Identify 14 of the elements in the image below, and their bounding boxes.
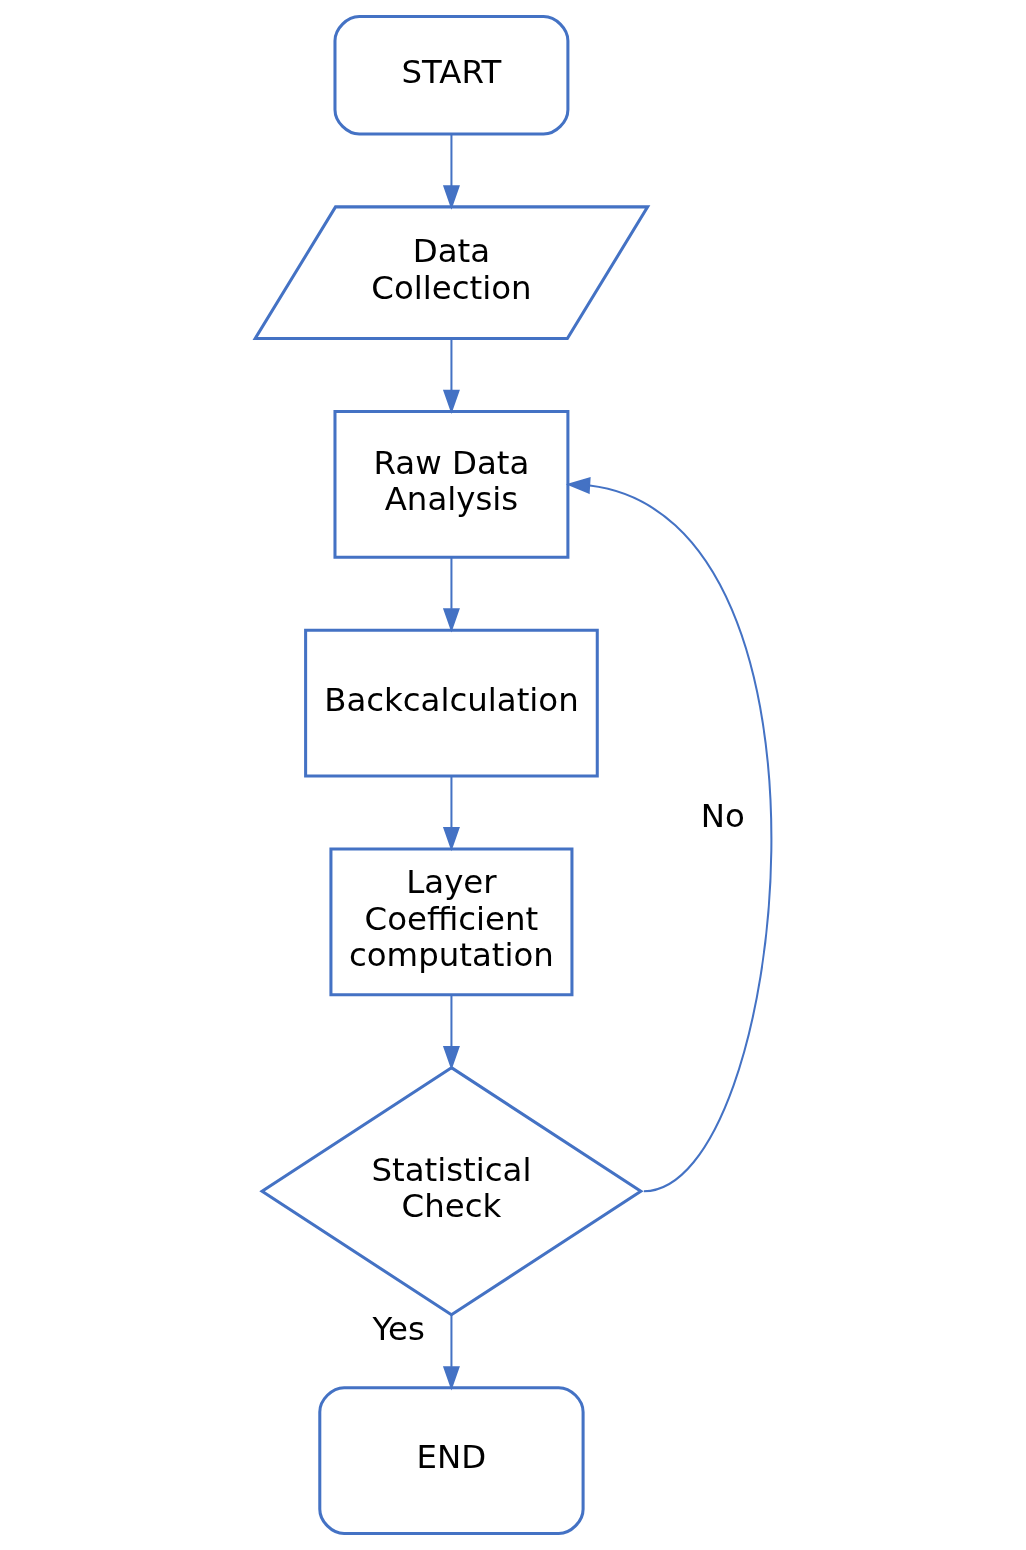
node-box: Raw Data Analysis bbox=[332, 409, 569, 559]
arrow bbox=[565, 477, 772, 1193]
node-box: END bbox=[317, 1386, 585, 1536]
node-box: START bbox=[332, 14, 569, 136]
arrow bbox=[442, 995, 460, 1071]
arrow bbox=[442, 557, 460, 633]
arrow bbox=[442, 134, 460, 210]
arrow bbox=[442, 776, 460, 852]
arrow bbox=[442, 1315, 460, 1391]
edge-label: No bbox=[700, 797, 745, 836]
arrow bbox=[442, 338, 460, 415]
node-box: Layer Coefficient computation bbox=[328, 847, 573, 997]
node-box: Backcalculation bbox=[303, 628, 599, 778]
node-diamond: Statistical Check bbox=[258, 1065, 644, 1317]
